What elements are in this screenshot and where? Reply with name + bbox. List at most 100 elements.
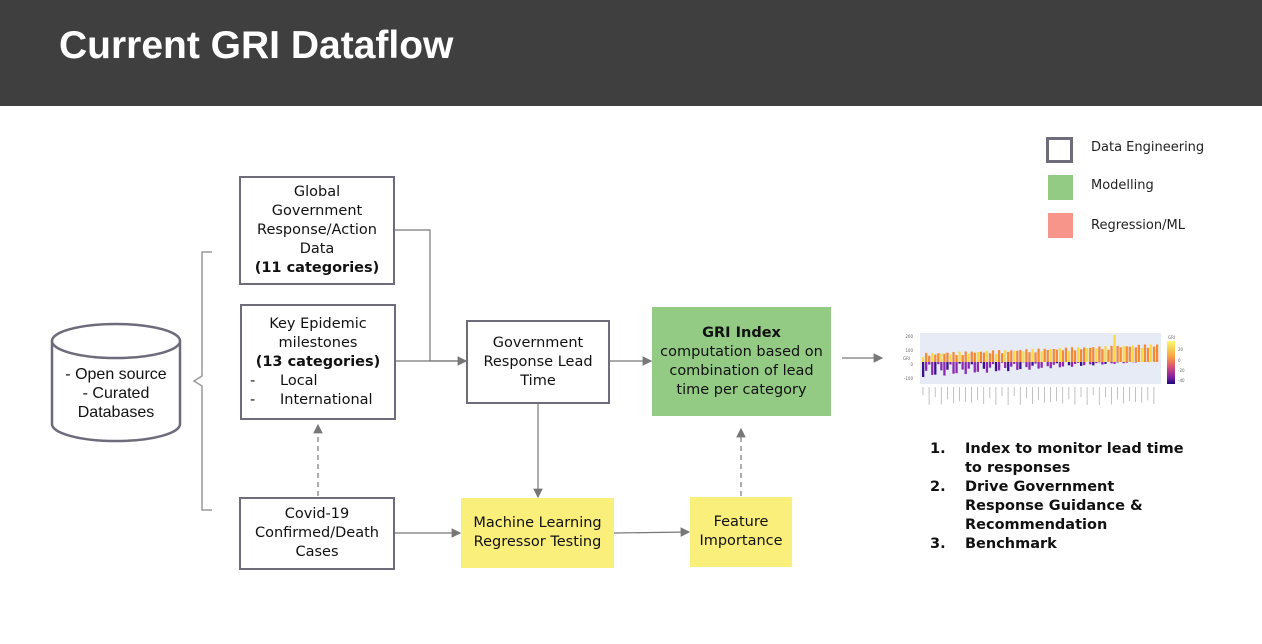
mini-chart-bar-negative — [982, 362, 986, 369]
mini-chart-bar-positive — [961, 355, 964, 362]
box-line: computation based on — [660, 343, 823, 360]
mini-chart-bar-negative — [1083, 362, 1086, 366]
mini-chart-bar-positive — [931, 352, 934, 362]
mini-chart-bar-positive — [925, 352, 928, 362]
benefit-number: 1. — [930, 441, 946, 457]
mini-chart-bar-positive — [1083, 347, 1086, 362]
benefit-item: 3.Benchmark — [930, 535, 1190, 554]
mini-chart-ytick: 100 — [905, 348, 913, 353]
source-database-line: - Open source — [65, 366, 167, 383]
mini-chart-bar-positive — [1131, 345, 1134, 362]
mini-chart-bar-positive — [1107, 349, 1110, 362]
global-government-response-box: Global Government Response/Action Data (… — [239, 176, 395, 285]
response-lead-time-box: Government Response Lead Time — [466, 320, 610, 404]
mini-chart-bar-negative — [1004, 362, 1007, 368]
covid-cases-box: Covid-19 Confirmed/Death Cases — [239, 497, 395, 570]
mini-chart-bar-positive — [1043, 348, 1046, 362]
benefit-number: 2. — [930, 479, 946, 495]
box-line: Response/Action — [257, 222, 377, 238]
mini-chart-bar-positive — [937, 353, 940, 362]
mini-chart-bar-negative — [934, 362, 937, 375]
mini-chart-bar-positive — [1070, 347, 1074, 362]
box-line: Importance — [699, 533, 783, 549]
mini-chart-bar-positive — [1098, 346, 1101, 362]
milestone-sub-item: - International — [242, 391, 394, 410]
mini-chart-bar-positive — [979, 351, 983, 362]
mini-chart-bar-negative — [961, 362, 964, 370]
mini-chart-bar-positive — [1046, 350, 1049, 362]
legend-swatch-data-engineering — [1046, 137, 1073, 163]
mini-chart-bar-positive — [1007, 351, 1010, 362]
mini-chart-bar-negative — [1073, 362, 1077, 364]
box-line: time per category — [676, 381, 807, 398]
mini-chart-bar-positive — [988, 353, 992, 362]
ml-regressor-testing-box: Machine Learning Regressor Testing — [461, 498, 614, 568]
mini-chart-bar-negative — [1040, 362, 1043, 368]
mini-chart-bar-positive — [985, 350, 989, 362]
mini-chart-bar-positive — [1016, 350, 1019, 362]
mini-chart-bar-negative — [1101, 362, 1104, 365]
mini-chart-bar-negative — [1013, 362, 1016, 364]
box-line: milestones — [278, 334, 358, 351]
mini-chart-bar-positive — [1140, 348, 1144, 362]
mini-chart-bar-positive — [1128, 346, 1131, 362]
mini-chart-bar-negative — [925, 362, 928, 371]
mini-chart-bar-negative — [967, 362, 970, 369]
mini-chart-bar-positive — [1101, 349, 1104, 362]
mini-chart-bar-negative — [973, 362, 976, 373]
benefits-list: 1. Index to monitor lead time to response… — [930, 440, 1190, 554]
mini-chart-bar-positive — [1055, 349, 1058, 362]
mini-chart-bar-negative — [940, 362, 943, 371]
mini-chart-bar-negative — [1095, 362, 1098, 364]
mini-chart-bar-positive — [1116, 345, 1119, 362]
mini-chart-bar-positive — [1125, 346, 1128, 362]
gri-index-title: GRI Index — [702, 324, 781, 341]
connector-global-to-leadtime — [395, 229, 468, 366]
mini-chart-bar-negative — [1007, 362, 1010, 372]
key-epidemic-milestones-box: Key Epidemic milestones (13 categories) … — [240, 304, 396, 420]
box-line: Response Lead — [483, 353, 593, 370]
mini-chart-bar-positive — [1061, 350, 1065, 362]
mini-chart-bar-positive — [982, 352, 986, 362]
mini-chart-bar-positive — [1095, 348, 1098, 362]
mini-chart-bar-negative — [1001, 362, 1004, 363]
mini-chart-colorbar-label: GRI — [1168, 335, 1175, 340]
sub-item-dash: - — [250, 391, 256, 408]
mini-chart-bar-positive — [952, 351, 955, 362]
mini-chart-colorbar-tick: 20 — [1178, 347, 1184, 352]
mini-chart-bar-negative — [991, 362, 995, 365]
mini-chart-bar-positive — [1076, 347, 1080, 362]
source-database-label: - Open source - Curated Databases — [52, 365, 180, 422]
mini-chart-bar-negative — [1070, 362, 1074, 367]
mini-chart-bar-positive — [991, 350, 995, 362]
mini-chart-bar-negative — [979, 362, 983, 364]
mini-chart-bar-positive — [1064, 347, 1068, 362]
mini-chart-bar-positive — [1104, 346, 1107, 362]
box-line: Machine Learning — [473, 515, 602, 531]
mini-chart-ytick: 0 — [910, 362, 913, 367]
legend-swatch-regression-ml — [1048, 213, 1073, 238]
mini-chart-bar-positive — [1040, 351, 1043, 362]
mini-chart-bar-positive — [1058, 348, 1062, 362]
mini-chart-bar-negative — [1076, 362, 1080, 363]
benefit-text: Index to monitor lead time to responses — [965, 441, 1184, 476]
gri-index-box: GRI Index computation based on combinati… — [652, 307, 831, 416]
mini-chart-bar-positive — [1049, 349, 1052, 362]
box-line: Covid-19 — [284, 506, 350, 522]
mini-chart-bar-positive — [1001, 353, 1004, 362]
mini-chart-bar-positive — [946, 352, 949, 362]
mini-chart-bar-positive — [1155, 344, 1159, 362]
mini-chart-bar-positive — [1022, 351, 1025, 362]
mini-chart-bar-negative — [946, 362, 949, 370]
mini-chart-bar-negative — [1052, 362, 1055, 365]
mini-chart-bar-negative — [976, 362, 979, 372]
gri-mini-chart: 200 100 0 -100 GRI GRI 20 0 -20 -40 — [903, 333, 1185, 405]
mini-chart-bar-positive — [964, 351, 967, 362]
sub-item-text: International — [280, 391, 373, 408]
mini-chart-bar-positive — [1073, 350, 1077, 362]
mini-chart-bar-positive — [1137, 344, 1141, 362]
benefit-text: Benchmark — [965, 536, 1057, 552]
mini-chart-bar-negative — [1125, 362, 1128, 363]
mini-chart-bar-positive — [1089, 347, 1092, 362]
mini-chart-bar-negative — [1046, 362, 1049, 367]
